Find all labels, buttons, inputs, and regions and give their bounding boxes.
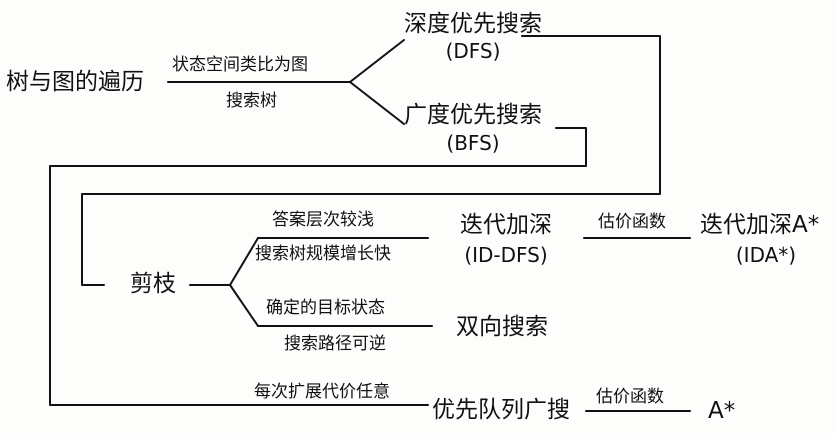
dfs-branch-line	[349, 39, 405, 83]
estimate-2-label: 估价函数	[596, 387, 664, 407]
dfs-abbr: (DFS)	[445, 39, 501, 63]
prune-lower-branch-line	[229, 284, 259, 327]
astar-node: A*	[708, 398, 736, 424]
edge-label-search-tree: 搜索树	[226, 91, 277, 111]
root-node: 树与图的遍历	[6, 69, 144, 95]
prune-upper-branch-line	[229, 237, 259, 286]
cond-target-label: 确定的目标状态	[266, 298, 385, 318]
cond-growth-label: 搜索树规模增长快	[255, 244, 391, 264]
bfs-abbr: (BFS)	[446, 131, 500, 155]
edge-label-state-space: 状态空间类比为图	[172, 55, 308, 75]
pq-node: 优先队列广搜	[432, 397, 570, 423]
dfs-node: 深度优先搜索	[404, 11, 542, 37]
idastar-abbr: (IDA*)	[735, 243, 797, 267]
prune-node: 剪枝	[130, 271, 176, 297]
bfs-node: 广度优先搜索	[404, 102, 542, 128]
iddfs-abbr: (ID-DFS)	[464, 243, 548, 267]
dfs-connector-line	[81, 35, 661, 286]
idastar-node: 迭代加深A*	[700, 212, 820, 238]
bfs-branch-line	[349, 81, 405, 125]
iddfs-node: 迭代加深	[460, 212, 552, 238]
bfs-connector-line	[49, 127, 587, 406]
bidir-node: 双向搜索	[456, 314, 548, 340]
cond-shallow-label: 答案层次较浅	[272, 210, 374, 230]
estimate-1-label: 估价函数	[598, 212, 666, 232]
cond-cost-label: 每次扩展代价任意	[254, 382, 390, 402]
cond-reversible-label: 搜索路径可逆	[284, 334, 386, 354]
